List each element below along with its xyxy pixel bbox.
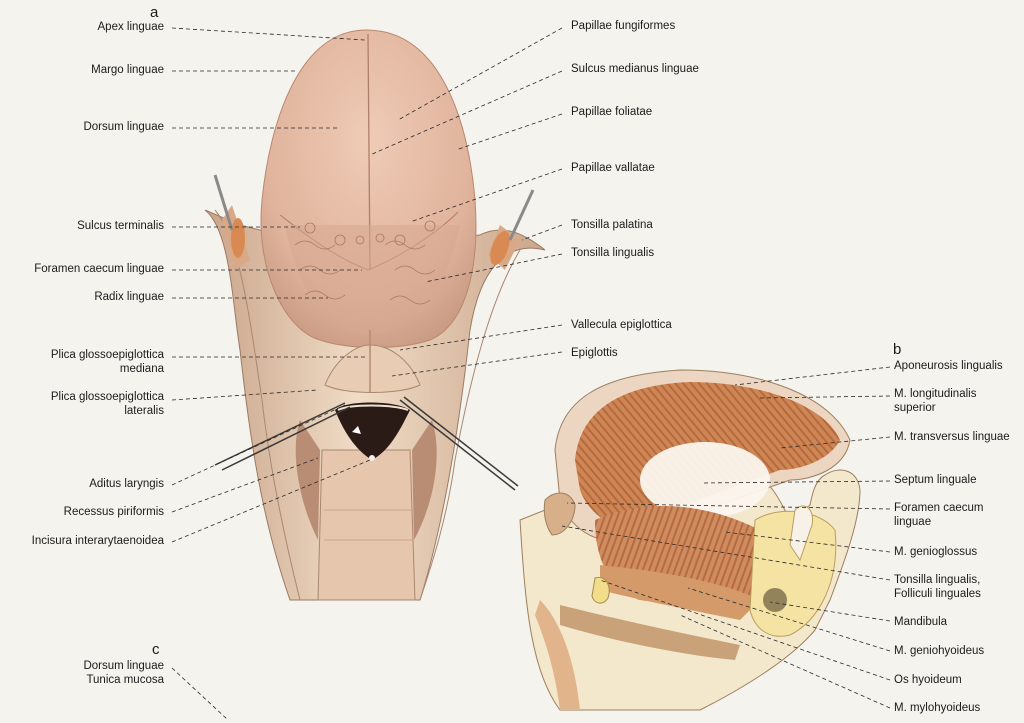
label-vallecula-epiglottica: Vallecula epiglottica (571, 319, 672, 331)
label-aponeurosis-lingualis: Aponeurosis lingualis (894, 360, 1003, 372)
label-margo-linguae: Margo linguae (91, 64, 164, 76)
label-sulcus-terminalis: Sulcus terminalis (77, 220, 164, 232)
label-foramen-caecum-b: Foramen caecum linguae (894, 502, 984, 528)
palatine-arches (213, 174, 535, 270)
label-m-mylohyoideus: M. mylohyoideus (894, 702, 981, 714)
label-epiglottis: Epiglottis (571, 347, 618, 359)
label-tonsilla-palatina: Tonsilla palatina (571, 219, 653, 231)
label-plica-mediana: Plica glossoepiglottica mediana (50, 349, 164, 375)
leader-lines-a (171, 27, 563, 721)
label-tonsilla-lingualis-b: Tonsilla lingualis, Folliculi linguales (894, 574, 981, 600)
panel-letter-a: a (150, 4, 159, 21)
panel-letter-b: b (893, 341, 902, 358)
label-papillae-foliatae: Papillae foliatae (571, 106, 653, 118)
trachea (317, 449, 416, 601)
label-radix-linguae: Radix linguae (94, 291, 164, 303)
tongue-body (260, 29, 477, 348)
label-os-hyoideum: Os hyoideum (894, 674, 962, 686)
recessus-piriformis-shape (295, 420, 437, 540)
label-septum-linguale: Septum linguale (894, 474, 977, 486)
label-apex-linguae: Apex linguae (97, 21, 165, 33)
label-tonsilla-lingualis: Tonsilla lingualis (571, 247, 655, 259)
label-recessus-piriformis: Recessus piriformis (63, 506, 164, 518)
label-papillae-fungiformes: Papillae fungiformes (571, 20, 676, 32)
label-foramen-caecum: Foramen caecum linguae (34, 263, 164, 275)
label-incisura-interarytaenoidea: Incisura interarytaenoidea (31, 535, 164, 547)
label-aditus-laryngis: Aditus laryngis (89, 478, 164, 490)
label-mandibula: Mandibula (894, 616, 948, 628)
label-m-geniohyoideus: M. geniohyoideus (894, 645, 985, 657)
sagittal-section (519, 369, 861, 711)
label-sulcus-medianus: Sulcus medianus linguae (571, 63, 699, 75)
label-papillae-vallatae: Papillae vallatae (571, 162, 655, 174)
label-dorsum-tunica-mucosa: Dorsum linguae Tunica mucosa (83, 660, 164, 686)
leader-lines-b (561, 366, 891, 709)
label-m-longitudinalis-superior: M. longitudinalis superior (894, 388, 977, 414)
label-m-genioglossus: M. genioglossus (894, 546, 978, 558)
aditus-laryngis (335, 402, 410, 461)
label-plica-lateralis: Plica glossoepiglottica lateralis (50, 391, 164, 417)
label-m-transversus-linguae: M. transversus linguae (894, 431, 1010, 443)
panel-letter-c: c (152, 641, 160, 658)
label-dorsum-linguae: Dorsum linguae (83, 121, 164, 133)
